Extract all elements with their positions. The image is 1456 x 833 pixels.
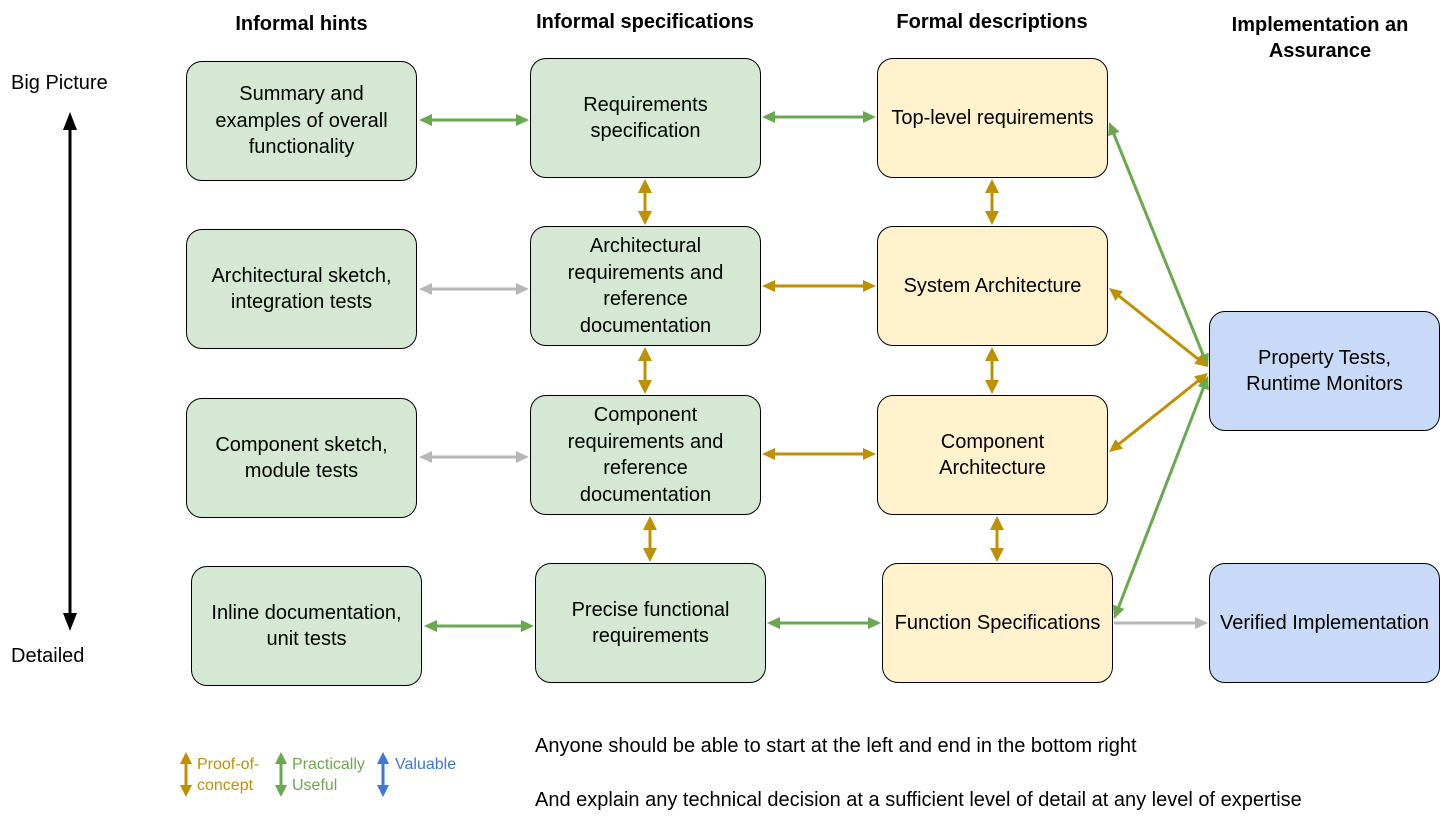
arrow-comp-sketch-to-comp-req [419,451,529,463]
box-system-architecture-label: System Architecture [903,274,1082,297]
box-summary-examples-label: Summary and examples of overall function… [215,83,388,159]
box-component-architecture: Component Architecture [877,395,1108,515]
axis-label-big-picture: Big Picture [11,72,108,94]
legend-practically-useful: Practically Useful [292,754,365,796]
box-verified-implementation: Verified Implementation [1209,563,1440,683]
box-verified-implementation-label: Verified Implementation [1219,611,1429,634]
box-requirements-specification-label: Requirements specification [583,93,708,143]
arrow-func-spec-to-property-tests [1113,376,1209,619]
arrow-comp-arch-to-property-tests [1109,373,1208,452]
arrow-arch-req-to-system-arch [762,280,876,292]
box-component-sketch: Component sketch, module tests [186,398,417,518]
axis-label-detailed: Detailed [11,645,85,667]
big-picture-detailed-axis-arrow [63,112,77,631]
box-architectural-sketch: Architectural sketch, integration tests [186,229,417,349]
arrow-summary-to-requirements [419,114,529,126]
column-header-implementation-line1: Implementation an [1231,14,1409,36]
box-architectural-sketch-label: Architectural sketch, integration tests [211,264,392,314]
column-header-informal-specifications: Informal specifications [536,11,754,33]
legend-practically-useful-line2: Useful [292,777,338,794]
arrow-comp-arch-to-func-spec [990,516,1004,562]
box-precise-functional-requirements: Precise functional requirements [535,563,766,683]
arrow-arch-sketch-to-arch-req [419,283,529,295]
column-header-formal-descriptions: Formal descriptions [896,11,1088,33]
box-component-sketch-label: Component sketch, module tests [215,433,388,483]
column-header-implementation-assurance: Implementation an Assurance [1190,12,1450,64]
box-property-tests-label: Property Tests, Runtime Monitors [1246,346,1403,396]
box-precise-functional-requirements-label: Precise functional requirements [571,598,730,648]
box-architectural-requirements: Architectural requirements and reference… [530,226,761,346]
box-system-architecture: System Architecture [877,226,1108,346]
box-summary-examples: Summary and examples of overall function… [186,61,417,181]
box-inline-documentation-label: Inline documentation, unit tests [211,601,402,651]
box-function-specifications: Function Specifications [882,563,1113,683]
legend-proof-of-concept-arrow [180,752,192,797]
box-requirements-specification: Requirements specification [530,58,761,178]
column-header-implementation-line2: Assurance [1268,40,1372,62]
arrow-comp-req-to-comp-arch [762,448,876,460]
box-inline-documentation: Inline documentation, unit tests [191,566,422,686]
box-architectural-requirements-label: Architectural requirements and reference… [567,235,724,337]
box-component-architecture-label: Component Architecture [939,430,1046,480]
legend-valuable-arrow [377,752,389,797]
box-property-tests: Property Tests, Runtime Monitors [1209,311,1440,431]
box-component-requirements-label: Component requirements and reference doc… [567,404,724,506]
arrow-system-arch-to-comp-arch [985,347,999,394]
legend-valuable: Valuable [395,756,457,773]
arrow-func-spec-to-verified [1114,617,1208,629]
box-top-level-requirements-label: Top-level requirements [891,106,1094,129]
note-explain-decisions: And explain any technical decision at a … [535,789,1302,811]
legend-proof-of-concept: Proof-of- concept [197,754,259,796]
legend-practically-useful-line1: Practically [292,756,365,773]
arrow-precise-to-func-spec [767,617,881,629]
arrow-arch-req-to-comp-req [638,347,652,394]
arrow-comp-req-to-precise [643,516,657,562]
arrow-system-arch-to-property-tests [1109,288,1208,367]
arrow-inline-doc-to-precise [424,620,534,632]
legend-practically-useful-arrow [275,752,287,797]
note-start-left: Anyone should be able to start at the le… [535,735,1137,757]
arrow-req-spec-to-arch-req [638,179,652,225]
box-component-requirements: Component requirements and reference doc… [530,395,761,515]
column-header-informal-hints: Informal hints [235,13,368,35]
legend-proof-of-concept-line2: concept [197,777,254,794]
arrow-top-level-to-system-arch [985,179,999,225]
arrow-top-level-to-property-tests [1108,122,1209,367]
box-top-level-requirements: Top-level requirements [877,58,1108,178]
arrow-requirements-to-top-level [762,111,876,123]
legend-proof-of-concept-line1: Proof-of- [197,756,260,773]
box-function-specifications-label: Function Specifications [894,611,1101,634]
